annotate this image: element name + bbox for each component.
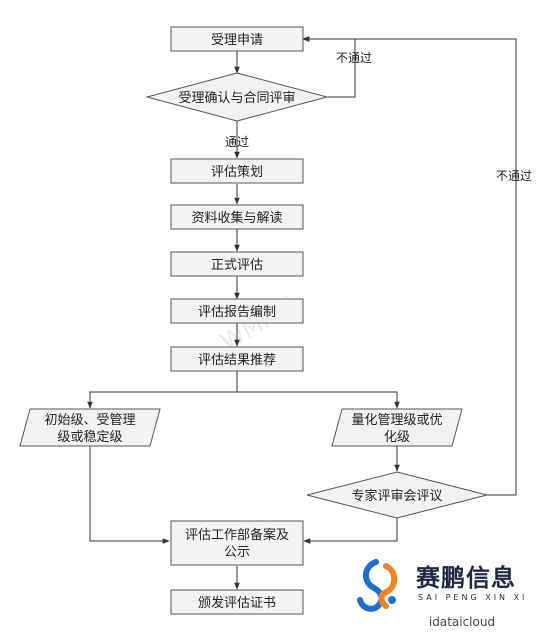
edge-branch-right: [237, 391, 400, 409]
edge-left-to-filing: [89, 446, 170, 544]
edge-label-not-passed-right: 不通过: [496, 169, 532, 183]
node-accept-application-label: 受理申请: [211, 33, 263, 48]
node-formal-assessment-label: 正式评估: [211, 258, 263, 273]
brand-name-en: SAI PENG XIN XI: [418, 593, 527, 602]
footer-handle: idataicloud: [429, 615, 495, 629]
node-assessment-planning-label: 评估策划: [211, 164, 263, 180]
node-initial-managed-stable: 初始级、受管理 级或稳定级: [19, 408, 161, 447]
node-result-recommendation-label: 评估结果推荐: [198, 353, 276, 368]
node-accept-application: 受理申请: [170, 26, 304, 52]
edge-expert-to-filing: [303, 518, 398, 544]
edge-branch-left: [87, 391, 237, 409]
node-issue-certificate-label: 颁发评估证书: [198, 595, 276, 611]
node-quantitative-optimized: 量化管理级或优 化级: [331, 408, 463, 447]
connectors: [87, 36, 517, 590]
edge-label-not-passed-top: 不通过: [336, 51, 372, 65]
node-accept-confirm-contract-review: 受理确认与合同评审: [145, 72, 329, 122]
node-result-recommendation: 评估结果推荐: [170, 346, 304, 372]
node-quantitative-optimized-line1: 量化管理级或优: [351, 413, 442, 428]
node-accept-confirm-label: 受理确认与合同评审: [178, 91, 295, 106]
node-filing-publicity-line1: 评估工作部备案及: [185, 527, 289, 543]
brand-name-cn: 赛鹏信息: [415, 564, 516, 592]
node-report-writing: 评估报告编制: [170, 298, 304, 324]
node-filing-publicity: 评估工作部备案及 公示: [170, 520, 304, 566]
node-issue-certificate: 颁发评估证书: [170, 589, 304, 615]
node-initial-managed-stable-line2: 级或稳定级: [57, 429, 122, 445]
node-data-collection: 资料收集与解读: [170, 204, 304, 230]
node-data-collection-label: 资料收集与解读: [191, 210, 282, 226]
edge-expert-reject-loop: [302, 36, 517, 496]
node-expert-review-label: 专家评审会评议: [351, 488, 442, 504]
node-report-writing-label: 评估报告编制: [198, 305, 276, 320]
edge-confirm-reject-loop: [302, 36, 356, 98]
node-initial-managed-stable-line1: 初始级、受管理: [44, 413, 135, 428]
brand-mark-icon: [357, 559, 398, 612]
node-formal-assessment: 正式评估: [170, 251, 304, 277]
node-filing-publicity-line2: 公示: [224, 545, 250, 560]
node-expert-review-meeting: 专家评审会评议: [306, 471, 488, 519]
node-assessment-planning: 评估策划: [170, 158, 304, 184]
node-quantitative-optimized-line2: 化级: [384, 430, 410, 445]
edge-label-passed: 通过: [225, 135, 249, 149]
brand-logo: 赛鹏信息 SAI PENG XIN XI: [357, 559, 527, 612]
